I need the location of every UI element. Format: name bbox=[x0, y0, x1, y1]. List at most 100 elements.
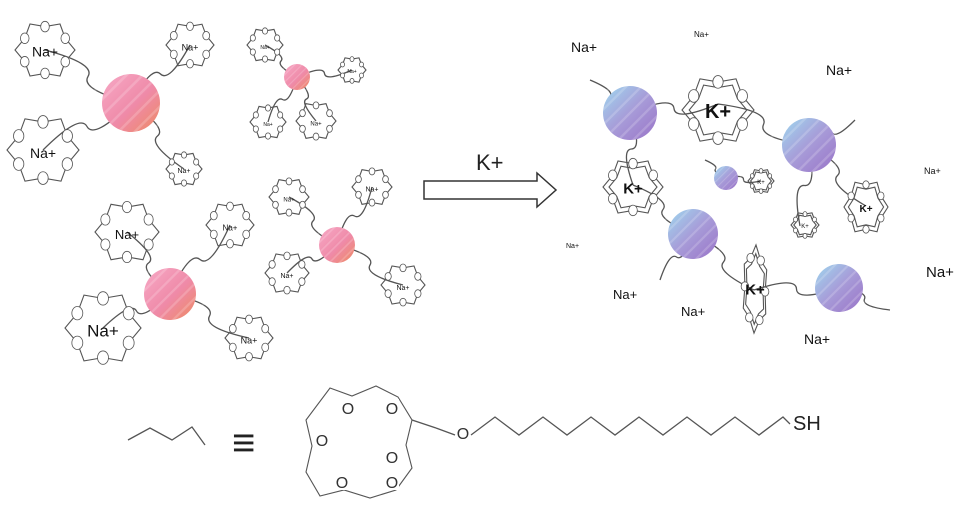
oxygen-atom bbox=[97, 291, 109, 306]
shading-stripe bbox=[158, 282, 197, 321]
crown-ring-outline bbox=[6, 118, 80, 182]
oxygen-atom bbox=[61, 157, 73, 171]
crown-ether-ring: K+ bbox=[747, 168, 775, 194]
crown-ring-inner bbox=[749, 171, 773, 191]
shading-stripe bbox=[834, 283, 871, 320]
crown-ring-outline bbox=[843, 181, 889, 233]
crown-ether-ring: Na+ bbox=[249, 104, 287, 140]
nanoparticle-core bbox=[668, 209, 718, 259]
nanoparticle-core bbox=[284, 64, 310, 90]
crown-ring-outline bbox=[246, 28, 284, 62]
oxygen-atom bbox=[628, 204, 638, 217]
shading-stripe bbox=[602, 85, 643, 126]
oxygen-atom bbox=[749, 173, 755, 179]
crown-ether-ring: K+ bbox=[681, 75, 755, 145]
crown-ring-outline bbox=[790, 212, 820, 238]
oxygen-atom bbox=[414, 289, 422, 298]
oxygen-atom bbox=[245, 352, 253, 362]
oxygen-atom bbox=[226, 201, 234, 211]
oxygen-atom bbox=[265, 104, 271, 112]
shading-stripe bbox=[150, 274, 190, 314]
oxygen-atom bbox=[40, 67, 50, 80]
shading-stripe bbox=[811, 147, 852, 188]
oxygen-mask bbox=[385, 473, 399, 490]
oxygen-atom bbox=[228, 324, 237, 334]
shading-stripe bbox=[632, 115, 673, 156]
bound-ion-label: Na+ bbox=[241, 335, 258, 345]
shading-stripe bbox=[723, 175, 742, 194]
oxygen-atom bbox=[368, 167, 376, 176]
bound-ion-label: K+ bbox=[623, 181, 643, 198]
crown-ring-outline bbox=[249, 105, 287, 139]
oxygen-atom bbox=[13, 129, 25, 143]
oxygen-atom bbox=[812, 227, 817, 234]
shading-stripe bbox=[172, 296, 211, 335]
thiol-group-label: SH bbox=[793, 413, 821, 435]
oxygen-atom bbox=[746, 252, 755, 263]
oxygen-atom bbox=[169, 49, 178, 59]
oxygen-mask bbox=[315, 431, 329, 448]
oxygen-atom bbox=[274, 48, 281, 56]
oxygen-atom-label: O bbox=[386, 401, 398, 418]
oxygen-mask bbox=[385, 448, 399, 465]
gold-nanoparticle bbox=[707, 159, 745, 197]
crown-ether-ring: Na+ bbox=[246, 27, 284, 63]
oxygen-atom-label: O bbox=[316, 433, 328, 450]
oxygen-atom-label: O bbox=[386, 450, 398, 467]
nanoparticle-core bbox=[815, 264, 863, 312]
crown-ring-outline bbox=[165, 152, 203, 186]
shading-stripe bbox=[653, 194, 691, 232]
crown-ether-ring: Na+ bbox=[165, 21, 215, 69]
crown-ether-ring: Na+ bbox=[268, 177, 310, 217]
crown-ether-ring: Na+ bbox=[337, 56, 367, 84]
oxygen-atom bbox=[877, 191, 885, 201]
shading-stripe bbox=[595, 78, 635, 118]
shading-stripe bbox=[821, 270, 857, 306]
oxygen-atom bbox=[169, 31, 178, 41]
shading-stripe bbox=[789, 125, 829, 165]
bound-ion-label: K+ bbox=[801, 224, 809, 230]
bound-ion-label: K+ bbox=[859, 204, 872, 215]
shading-stripe bbox=[667, 208, 705, 246]
crown-ring-outline bbox=[747, 169, 775, 193]
oxygen-atom bbox=[193, 158, 200, 166]
oxygen-atom bbox=[285, 177, 293, 186]
shading-stripe bbox=[766, 102, 807, 143]
oxygen-atom bbox=[298, 260, 306, 269]
shading-stripe bbox=[688, 229, 726, 267]
reagent-label: K+ bbox=[476, 150, 504, 175]
gold-nanoparticle bbox=[129, 253, 211, 335]
nanoparticle-core bbox=[714, 166, 738, 190]
shading-stripe bbox=[717, 169, 735, 187]
shading-stripe bbox=[308, 216, 336, 244]
crown-ring-outline bbox=[295, 103, 337, 139]
crown-ether-ring: Na+ bbox=[6, 115, 80, 185]
alkanethiol-linker bbox=[296, 69, 353, 78]
gold-nanoparticle bbox=[801, 250, 877, 326]
free-ion-label: Na+ bbox=[826, 62, 852, 78]
crown-ether-ring: Na+ bbox=[264, 251, 310, 295]
oxygen-atom bbox=[71, 335, 84, 350]
shading-stripe bbox=[707, 159, 725, 177]
crown-ring-outline bbox=[14, 23, 76, 77]
reaction-arrow: K+ bbox=[423, 150, 558, 209]
oxygen-atom bbox=[20, 32, 30, 44]
oxygen-atom bbox=[209, 229, 218, 239]
oxygen-atom bbox=[749, 183, 755, 189]
oxygen-atom bbox=[122, 306, 135, 321]
crown-ether-ring: Na+ bbox=[64, 291, 142, 365]
crown-ring-outline bbox=[268, 179, 310, 215]
sodium-bound-nanoparticles: Na+Na+Na+Na+Na+Na+Na+Na+Na+Na+Na+Na+Na+N… bbox=[6, 20, 426, 365]
oxygen-atom bbox=[274, 34, 281, 42]
oxygen-atom bbox=[20, 56, 30, 68]
oxygen-atom bbox=[312, 132, 320, 141]
oxygen-atom bbox=[299, 109, 306, 118]
shading-stripe bbox=[801, 250, 837, 286]
bound-ion-label: Na+ bbox=[115, 227, 139, 242]
crown-ether-ring: Na+ bbox=[380, 263, 426, 307]
free-ion-label: Na+ bbox=[694, 30, 709, 39]
shading-stripe bbox=[101, 73, 145, 117]
crown-ether-ring: Na+ bbox=[224, 314, 274, 362]
